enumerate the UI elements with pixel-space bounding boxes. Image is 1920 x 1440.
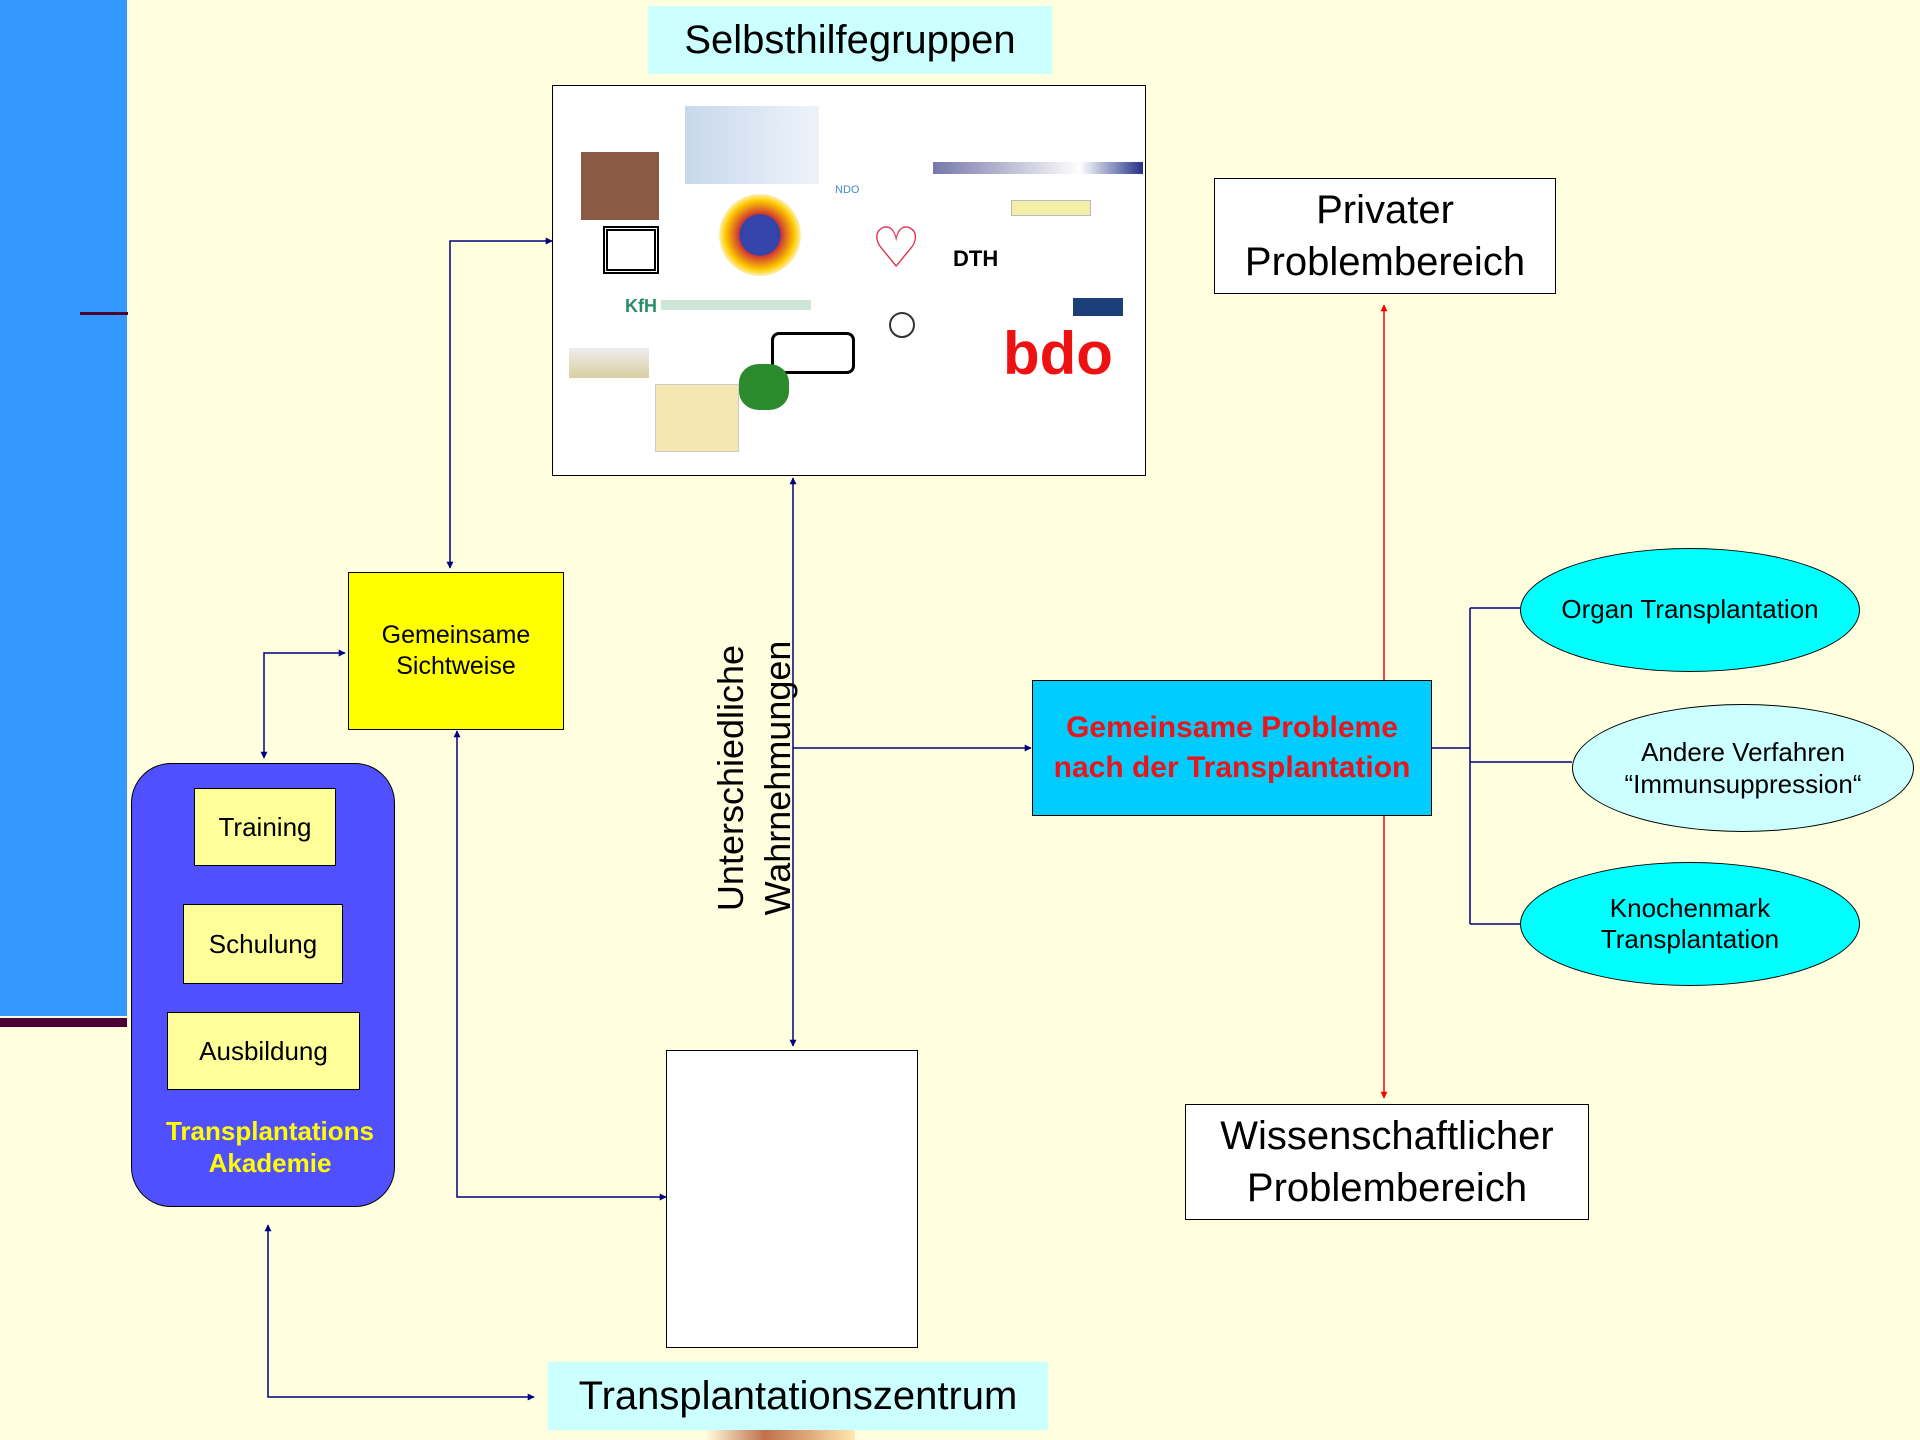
training-box: Training xyxy=(194,788,336,866)
horizontal-accent-line xyxy=(0,1018,127,1027)
privater-problembereich: Privater Problembereich xyxy=(1214,178,1556,294)
clover-icon xyxy=(739,364,789,410)
transplantationszentrum-title: Transplantationszentrum xyxy=(548,1362,1048,1430)
photo-icon xyxy=(581,152,659,220)
knochenmark-transplantation-ellipse: Knochenmark Transplantation xyxy=(1520,862,1860,986)
circle-logo-icon xyxy=(889,312,915,338)
outlined-text-logo-icon xyxy=(771,332,855,374)
logo-dth: DTH xyxy=(953,246,999,271)
arrow-akademie-to-gemeinsam xyxy=(260,649,346,759)
portrait-fragment-icon xyxy=(705,1428,855,1440)
gemeinsame-probleme-box: Gemeinsame Probleme nach der Transplanta… xyxy=(1032,680,1432,816)
akademie-title: Transplantations Akademie xyxy=(165,1115,375,1179)
text-logo-icon xyxy=(933,162,1143,174)
andere-verfahren-ellipse: Andere Verfahren “Immunsuppression“ xyxy=(1572,704,1914,832)
ausbildung-box: Ausbildung xyxy=(167,1012,360,1090)
logo-ndo: NDO xyxy=(835,184,860,196)
globe-icon xyxy=(719,194,801,276)
arrow-akademie-to-zentrum xyxy=(264,1224,535,1401)
sidebar-accent-line xyxy=(80,312,128,315)
maze-icon xyxy=(603,226,659,274)
heart-icon: ♡ xyxy=(871,216,922,279)
branch-lines xyxy=(1432,607,1572,925)
arrow-gemeinsam-to-zentrum xyxy=(453,730,667,1201)
left-sidebar-band xyxy=(0,0,127,1016)
wissenschaftlicher-problembereich: Wissenschaftlicher Problembereich xyxy=(1185,1104,1589,1220)
gemeinsame-sichtweise-box: Gemeinsame Sichtweise xyxy=(348,572,564,730)
logo-collage: NDO ♡ DTH KfH bdo xyxy=(552,85,1146,476)
logo-bdo: bdo xyxy=(1003,320,1113,387)
small-badge-icon xyxy=(1073,298,1123,316)
small-text-logo-icon xyxy=(569,348,649,378)
arrow-gemeinsam-to-selbsthilfe xyxy=(446,237,553,569)
unterschiedliche-wahrnehmungen: Unterschiedliche Wahrnehmungen xyxy=(710,640,798,916)
organ-transplantation-ellipse: Organ Transplantation xyxy=(1520,548,1860,672)
transplantationszentrum-image xyxy=(666,1050,918,1348)
signature-logo-icon xyxy=(655,384,739,452)
schulung-box: Schulung xyxy=(183,904,343,984)
kfh-subtitle-icon xyxy=(661,300,811,310)
selbsthilfe-title: Selbsthilfegruppen xyxy=(648,6,1052,74)
logo-kfh: KfH xyxy=(625,296,657,316)
human-figure-icon xyxy=(685,106,819,184)
small-logo-icon xyxy=(1011,200,1091,216)
